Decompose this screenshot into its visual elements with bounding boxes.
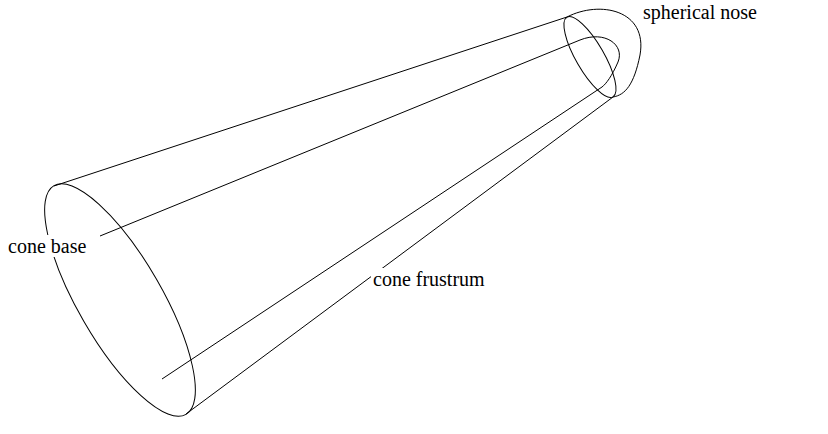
spherical-nose-meridian (580, 37, 619, 87)
spherical-nose-outline (567, 9, 641, 97)
cone-base-ellipse (18, 165, 223, 434)
frustum-generator-line (100, 40, 580, 236)
part-label: cone frustrum (371, 268, 487, 290)
frustum-edge (54, 17, 567, 186)
frustum-generator-line (162, 87, 602, 379)
part-label: spherical nose (641, 1, 759, 23)
frustum-top-ellipse (555, 10, 625, 104)
frustum-edge (186, 97, 613, 414)
part-label: cone base (6, 235, 88, 257)
